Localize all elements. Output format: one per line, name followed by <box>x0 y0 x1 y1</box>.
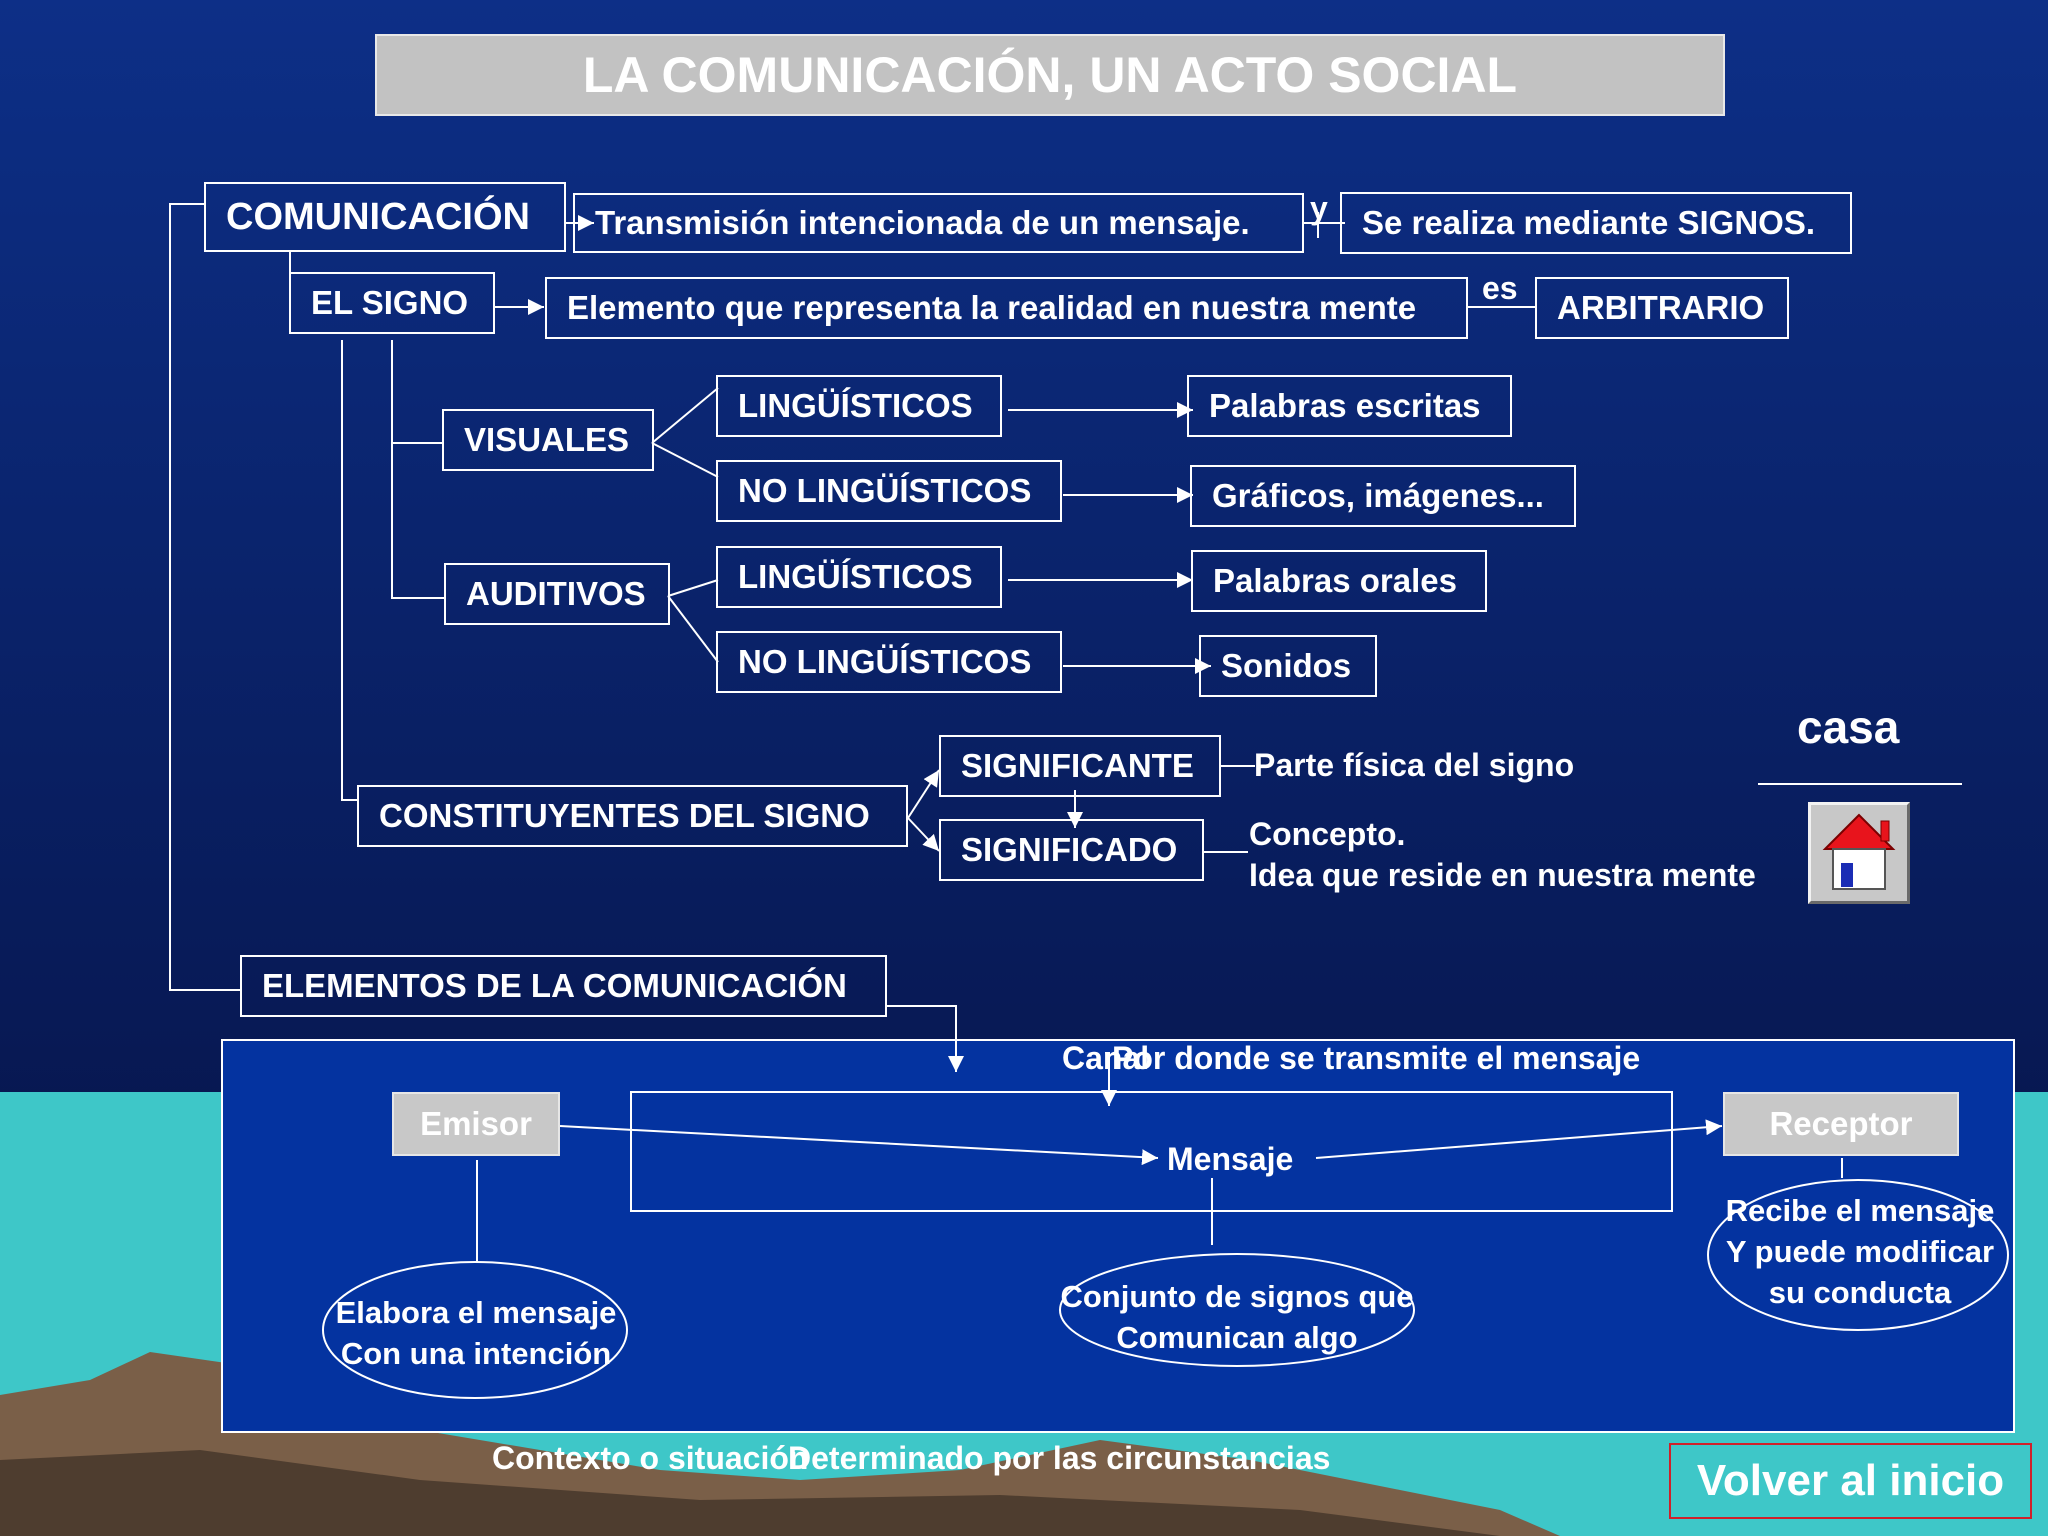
line-aud-ling <box>667 579 719 597</box>
house-button[interactable] <box>1808 802 1910 904</box>
emisor-description: Elabora el mensaje Con una intención <box>300 1292 652 1374</box>
node-palabras-escritas: Palabras escritas <box>1187 375 1512 437</box>
line-signo-auditivos <box>391 340 446 599</box>
mensaje-description-line1: Conjunto de signos que <box>1060 1279 1414 1314</box>
canal-frame <box>630 1091 1673 1212</box>
node-constituyentes: CONSTITUYENTES DEL SIGNO <box>357 785 908 847</box>
bracket-main <box>169 203 240 991</box>
line-aud-noling <box>667 595 719 663</box>
node-palabras-orales: Palabras orales <box>1191 550 1487 612</box>
contexto-description: Determinado por las circunstancias <box>788 1440 1331 1476</box>
significante-description: Parte física del signo <box>1254 747 1575 783</box>
emisor-description-line1: Elabora el mensaje <box>335 1295 617 1330</box>
arrow-emisor-mensaje <box>559 1125 1159 1166</box>
node-comunicacion: COMUNICACIÓN <box>204 182 566 252</box>
node-receptor: Receptor <box>1723 1092 1959 1156</box>
node-visuales-no-linguisticos: NO LINGÜÍSTICOS <box>716 460 1062 522</box>
node-el-signo: EL SIGNO <box>289 272 495 334</box>
elements-panel <box>221 1039 2015 1433</box>
node-significado: SIGNIFICADO <box>939 819 1204 881</box>
mensaje-description-line2: Comunican algo <box>1116 1320 1358 1355</box>
node-significante: SIGNIFICANTE <box>939 735 1221 797</box>
node-sonidos: Sonidos <box>1199 635 1377 697</box>
line-vis-noling <box>651 442 719 478</box>
receptor-description-line1: Recibe el mensaje <box>1725 1193 1995 1228</box>
node-graficos-imagenes: Gráficos, imágenes... <box>1190 465 1576 527</box>
canal-label: Canal <box>1062 1040 1150 1076</box>
mensaje-oval <box>1059 1253 1415 1367</box>
line-vis-ling <box>651 387 719 444</box>
contexto-label: Contexto o situación <box>492 1440 809 1476</box>
arrow-elementos-panel <box>886 1005 964 1072</box>
node-auditivos: AUDITIVOS <box>444 563 670 625</box>
node-elementos: ELEMENTOS DE LA COMUNICACIÓN <box>240 955 887 1017</box>
node-visuales-linguisticos: LINGÜÍSTICOS <box>716 375 1002 437</box>
connector-es: es <box>1482 270 1518 306</box>
volver-al-inicio-button[interactable]: Volver al inicio <box>1669 1443 2032 1519</box>
receptor-description-line2: Y puede modificar <box>1725 1234 1995 1269</box>
significado-description-line1: Concepto. <box>1249 816 1406 852</box>
node-auditivos-no-linguisticos: NO LINGÜÍSTICOS <box>716 631 1062 693</box>
arrow-const-significante <box>907 769 940 819</box>
node-emisor: Emisor <box>392 1092 560 1156</box>
receptor-description: Recibe el mensaje Y puede modificar su c… <box>1690 1190 2030 1313</box>
emisor-oval <box>322 1261 628 1399</box>
mountain-shadow <box>0 1450 1500 1536</box>
node-auditivos-linguisticos: LINGÜÍSTICOS <box>716 546 1002 608</box>
receptor-description-line3: su conducta <box>1768 1275 1952 1310</box>
mensaje-description: Conjunto de signos que Comunican algo <box>1020 1276 1454 1358</box>
node-signo-definition: Elemento que representa la realidad en n… <box>545 277 1468 339</box>
canal-description: Por donde se transmite el mensaje <box>1112 1040 1641 1076</box>
example-word: casa <box>1797 701 1900 753</box>
node-signos: Se realiza mediante SIGNOS. <box>1340 192 1852 254</box>
line-signo-constituyentes <box>341 340 358 801</box>
receptor-oval <box>1707 1179 2009 1331</box>
page-title: LA COMUNICACIÓN, UN ACTO SOCIAL <box>375 34 1725 116</box>
significado-description-line2: Idea que reside en nuestra mente <box>1249 857 1756 893</box>
emisor-description-line2: Con una intención <box>340 1336 612 1371</box>
node-arbitrario: ARBITRARIO <box>1535 277 1789 339</box>
node-comunicacion-definition: Transmisión intencionada de un mensaje. <box>573 193 1304 253</box>
arrow-const-significado <box>907 817 940 852</box>
connector-y: y <box>1310 190 1328 226</box>
arrow-mensaje-receptor <box>1315 1119 1723 1159</box>
node-mensaje: Mensaje <box>1167 1141 1294 1177</box>
node-visuales: VISUALES <box>442 409 654 471</box>
house-icon <box>1822 813 1896 890</box>
